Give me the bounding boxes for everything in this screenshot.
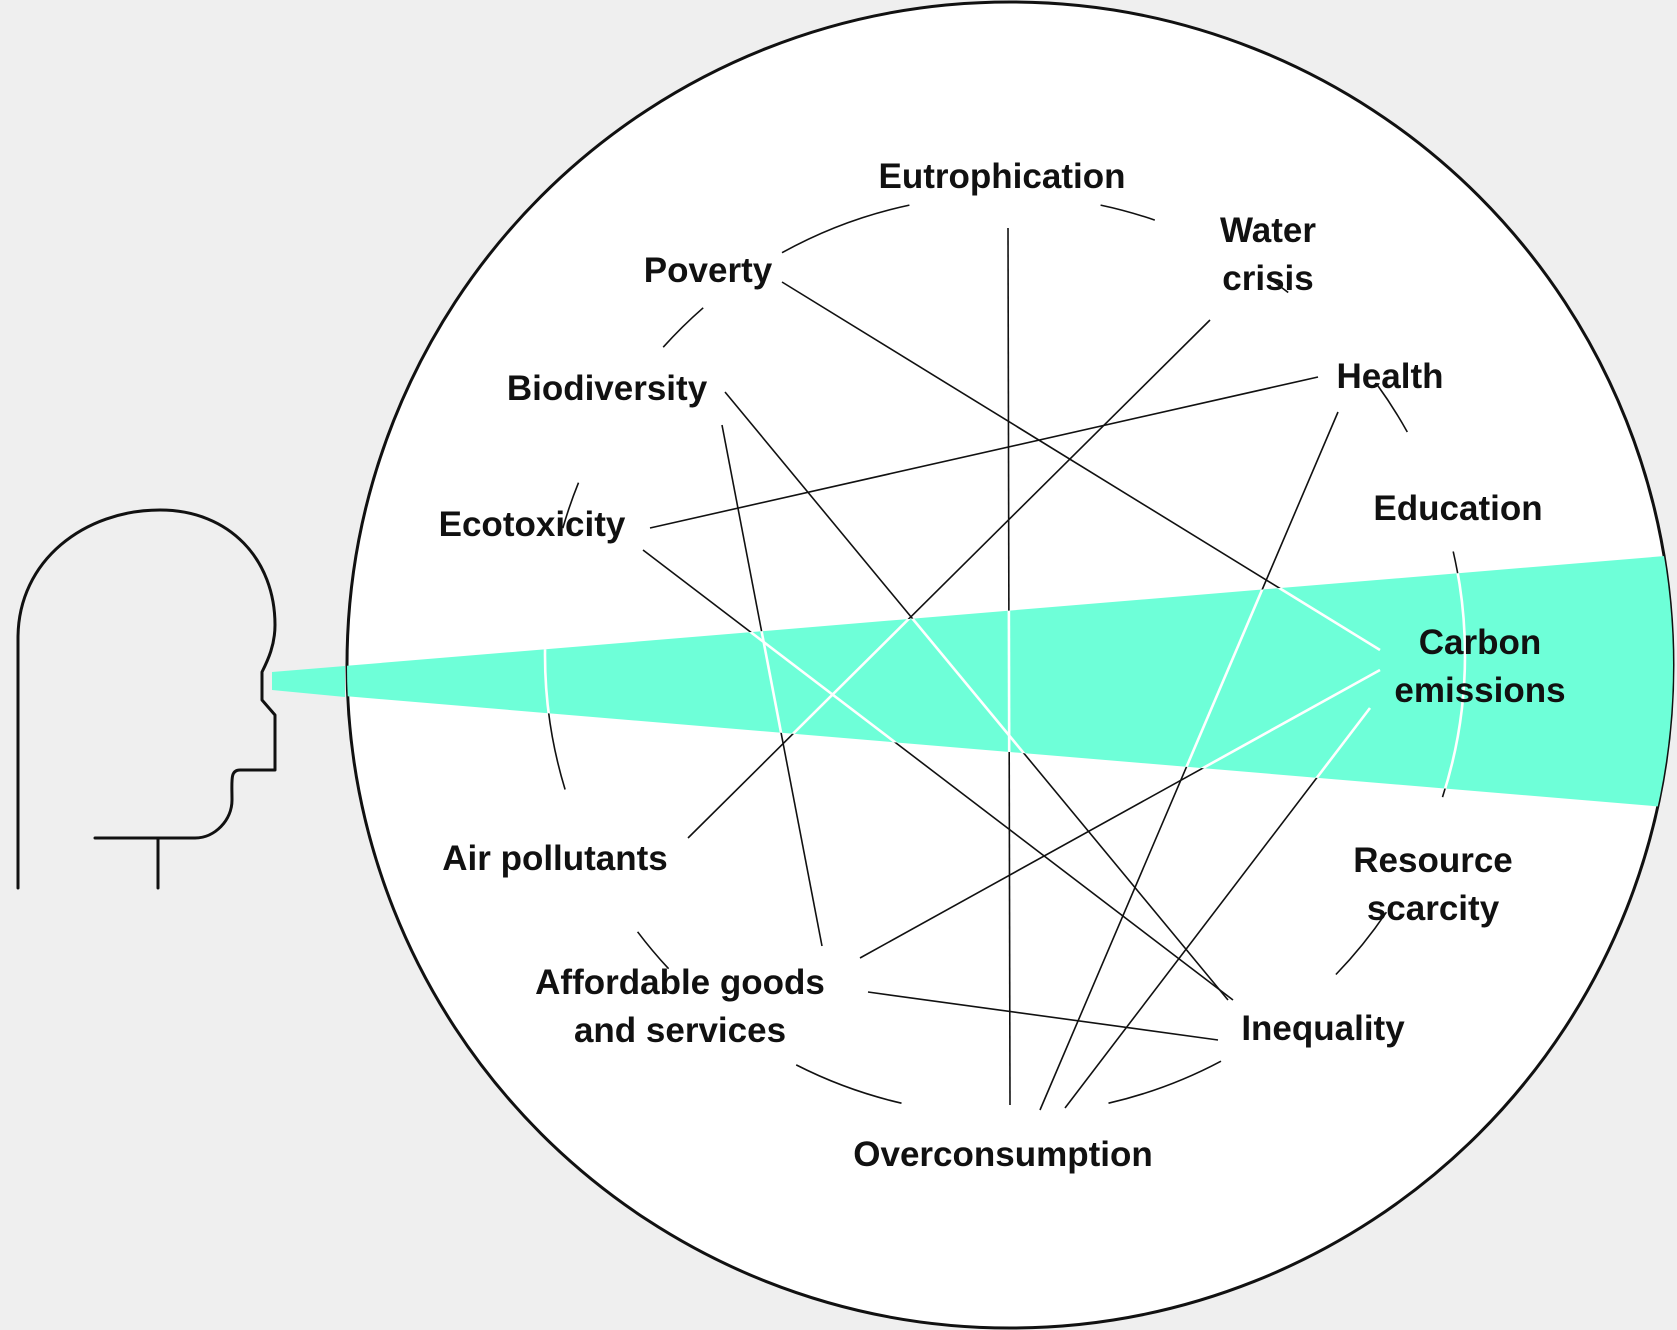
- topic-label-education: Education: [1373, 489, 1542, 528]
- topic-label-line: Inequality: [1241, 1009, 1405, 1048]
- sight-beam: [272, 555, 1673, 808]
- topic-label-line: Poverty: [644, 251, 773, 290]
- topic-label-line: Health: [1337, 357, 1444, 396]
- topic-label-resource: Resource scarcity: [1353, 841, 1513, 928]
- topic-label-line: Air pollutants: [442, 839, 668, 878]
- topic-label-ecotoxicity: Ecotoxicity: [439, 505, 626, 544]
- topic-label-line: Ecotoxicity: [439, 505, 626, 544]
- topic-label-line: Affordable goods: [535, 963, 825, 1002]
- topic-label-carbon: Carbon emissions: [1394, 623, 1565, 710]
- topic-label-line: Water: [1220, 211, 1316, 250]
- topic-label-affordable: Affordable goods and services: [535, 963, 825, 1050]
- topic-label-inequality: Inequality: [1241, 1009, 1405, 1048]
- link-highlight-carbon-overconsumption: [1063, 707, 1372, 808]
- ring-highlight: [543, 555, 1467, 808]
- link-highlight-biodiversity-affordable: [720, 555, 824, 808]
- topic-label-health: Health: [1337, 357, 1444, 396]
- topic-label-line: Education: [1373, 489, 1542, 528]
- link-health-ecotoxicity: [649, 376, 1319, 529]
- ring-arc-inequality-overconsumption: [1108, 1060, 1222, 1104]
- ring-arc-health-education: [1376, 384, 1408, 433]
- topic-label-line: Biodiversity: [507, 369, 708, 408]
- topic-label-line: Overconsumption: [853, 1135, 1152, 1174]
- link-highlight-health-overconsumption: [1038, 555, 1340, 808]
- topic-label-overconsumption: Overconsumption: [853, 1135, 1152, 1174]
- ring-arc-water-health: [1268, 277, 1289, 294]
- topic-label-line: emissions: [1394, 671, 1565, 710]
- ring-arc-eutrophication-water: [1100, 204, 1156, 221]
- topic-label-eutrophication: Eutrophication: [879, 157, 1126, 196]
- link-highlight-carbon-affordable: [859, 668, 1381, 808]
- topic-label-line: Resource: [1353, 841, 1513, 880]
- ring-arc-biodiversity-poverty: [662, 307, 704, 348]
- topic-label-line: Eutrophication: [879, 157, 1126, 196]
- ring-arc-resource-inequality: [1335, 911, 1388, 976]
- topic-label-line: and services: [574, 1011, 786, 1050]
- link-highlight-eutrophication-overconsumption: [1006, 555, 1012, 808]
- beam-outside: [272, 666, 345, 697]
- topic-label-biodiversity: Biodiversity: [507, 369, 708, 408]
- topic-label-water: Water crisis: [1220, 211, 1316, 298]
- topic-ring: [544, 204, 1462, 1104]
- link-ecotoxicity-inequality: [642, 549, 1234, 1001]
- human-head-profile-icon: [16, 508, 277, 890]
- topic-label-line: crisis: [1222, 259, 1313, 298]
- ring-arc-overconsumption-affordable: [795, 1064, 902, 1104]
- link-water-air: [687, 319, 1211, 839]
- ring-arc-ecotoxicity-biodiversity: [562, 482, 580, 529]
- topic-label-line: Carbon: [1419, 623, 1542, 662]
- topic-label-poverty: Poverty: [644, 251, 773, 290]
- beam-inside: [347, 555, 1673, 808]
- link-affordable-inequality: [867, 991, 1219, 1041]
- viewer-head: [16, 508, 277, 890]
- link-highlight-poverty-carbon: [781, 555, 1381, 652]
- ring-arc-affordable-air: [636, 931, 670, 970]
- topic-label-air: Air pollutants: [442, 839, 668, 878]
- topic-label-line: scarcity: [1367, 889, 1500, 928]
- link-highlight-biodiversity-inequality: [723, 555, 1230, 808]
- ring-arc-poverty-eutrophication: [781, 204, 910, 254]
